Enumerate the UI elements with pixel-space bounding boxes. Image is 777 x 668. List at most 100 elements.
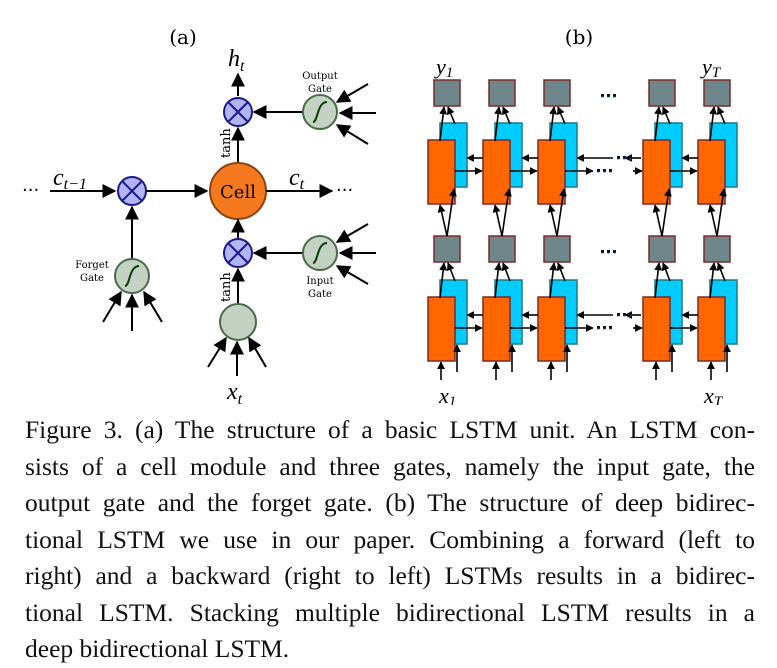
ellipsis-dot bbox=[597, 169, 600, 172]
sigmoid-icon bbox=[312, 242, 328, 264]
forward-lstm-block bbox=[697, 139, 726, 205]
input-gate-input-1 bbox=[335, 223, 369, 243]
up-arrow bbox=[439, 262, 448, 299]
output-node bbox=[703, 79, 731, 107]
up-arrow bbox=[446, 188, 457, 237]
up-arrow bbox=[661, 262, 671, 282]
forward-lstm-block bbox=[642, 296, 671, 362]
forget-multiplier bbox=[117, 176, 147, 206]
up-arrow bbox=[709, 262, 718, 299]
forget-gate-label-2: Gate bbox=[80, 273, 104, 284]
ellipsis-dot-accent bbox=[623, 158, 626, 160]
up-arrow bbox=[502, 106, 511, 125]
ellipsis-dot bbox=[629, 156, 632, 159]
up-arrow bbox=[494, 106, 503, 142]
ellipsis-dot-accent bbox=[623, 315, 626, 317]
sigmoid-icon bbox=[312, 101, 328, 123]
ellipsis-dot bbox=[609, 169, 612, 172]
ellipsis-dot-accent bbox=[603, 171, 606, 173]
ellipsis-dot-accent bbox=[607, 96, 610, 98]
forget-gate bbox=[114, 258, 150, 294]
forward-lstm-block bbox=[427, 139, 456, 205]
up-arrow bbox=[501, 262, 511, 282]
caption-line: Figure 3. (a) The structure of a basic L… bbox=[25, 415, 755, 444]
output-node bbox=[488, 235, 516, 263]
ellipsis-dot bbox=[623, 156, 626, 159]
x-t-label: xt bbox=[226, 379, 243, 405]
up-arrow bbox=[652, 204, 663, 237]
up-arrow bbox=[439, 106, 448, 142]
panel-a: (a) ht tanh Output Gate ··· ct−1 bbox=[22, 25, 376, 405]
tanh-bottom-label: tanh bbox=[219, 272, 234, 302]
caption-line: tional LSTM we use in our paper. Combini… bbox=[25, 524, 755, 554]
up-arrow bbox=[557, 106, 566, 125]
up-arrow bbox=[717, 106, 726, 125]
ellipsis-dot-accent bbox=[617, 315, 620, 317]
ellipsis-dot-accent bbox=[607, 252, 610, 254]
up-arrow bbox=[549, 262, 558, 299]
ellipsis-dot bbox=[629, 313, 632, 316]
output-gate-label-1: Output bbox=[302, 71, 338, 82]
y-T-label: yT bbox=[700, 54, 722, 81]
up-arrow bbox=[501, 188, 512, 237]
figure: (a) ht tanh Output Gate ··· ct−1 bbox=[22, 25, 738, 405]
output-gate-label-2: Gate bbox=[308, 84, 332, 95]
output-gate-input-1 bbox=[335, 83, 369, 103]
caption-line: right) and a backward (right to left) LS… bbox=[25, 561, 755, 590]
ellipsis-dot bbox=[617, 313, 620, 316]
ellipsis-dot-accent bbox=[617, 158, 620, 160]
up-arrow bbox=[492, 204, 503, 237]
output-node bbox=[543, 235, 571, 263]
ellipsis-dot-accent bbox=[609, 171, 612, 173]
forward-lstm-block bbox=[537, 139, 566, 205]
forward-lstm-block bbox=[642, 139, 671, 205]
up-arrow bbox=[556, 262, 566, 282]
ellipsis-dot-accent bbox=[613, 252, 616, 254]
forget-gate-input-1 bbox=[102, 290, 122, 323]
up-arrow bbox=[662, 106, 671, 125]
ellipsis-dot bbox=[603, 326, 606, 329]
ellipsis-dot bbox=[617, 156, 620, 159]
output-node bbox=[543, 79, 571, 107]
forward-lstm-block bbox=[482, 296, 511, 362]
input-node bbox=[219, 303, 257, 341]
caption-line: tional LSTM. Stacking multiple bidirecti… bbox=[25, 597, 755, 627]
right-ellipsis: ··· bbox=[336, 180, 353, 201]
up-arrow bbox=[447, 106, 456, 125]
x-1-label: x1 bbox=[438, 383, 456, 405]
ellipsis-dot bbox=[607, 94, 610, 97]
up-arrow bbox=[494, 262, 503, 299]
ellipsis-dot-accent bbox=[629, 158, 632, 160]
caption-line: deep bidirectional LSTM. bbox=[25, 634, 290, 663]
up-arrow bbox=[446, 262, 456, 282]
ellipsis-dot-accent bbox=[597, 171, 600, 173]
output-node bbox=[648, 79, 676, 107]
ellipsis-dot bbox=[613, 250, 616, 253]
up-arrow bbox=[654, 262, 663, 299]
output-multiplier bbox=[223, 97, 253, 127]
ellipsis-dot bbox=[601, 250, 604, 253]
ellipsis-dot bbox=[597, 326, 600, 329]
up-arrow bbox=[707, 204, 718, 237]
sigmoid-icon bbox=[124, 265, 140, 287]
input-gate-label-1: Input bbox=[306, 276, 333, 287]
up-arrow bbox=[654, 106, 663, 142]
cell-label: Cell bbox=[220, 182, 256, 203]
ellipsis-dot bbox=[609, 326, 612, 329]
panel-b: (b) y1 yT x1 xT bbox=[427, 25, 738, 405]
h-t-label: ht bbox=[228, 46, 245, 75]
forward-lstm-block bbox=[427, 296, 456, 362]
ellipsis-dot-accent bbox=[629, 315, 632, 317]
caption-line: sists of a cell module and three gates, … bbox=[25, 451, 755, 481]
output-node bbox=[433, 235, 461, 263]
ellipsis-dot bbox=[607, 250, 610, 253]
forget-gate-label-1: Forget bbox=[75, 260, 109, 271]
output-node bbox=[488, 79, 516, 107]
input-gate bbox=[302, 235, 338, 271]
caption-line: output gate and the forget gate. (b) The… bbox=[25, 488, 755, 517]
output-gate bbox=[302, 94, 338, 130]
ellipsis-dot bbox=[603, 169, 606, 172]
tanh-top-label: tanh bbox=[219, 128, 234, 158]
input-node-input-1 bbox=[207, 336, 227, 368]
y-1-label: y1 bbox=[434, 54, 453, 81]
